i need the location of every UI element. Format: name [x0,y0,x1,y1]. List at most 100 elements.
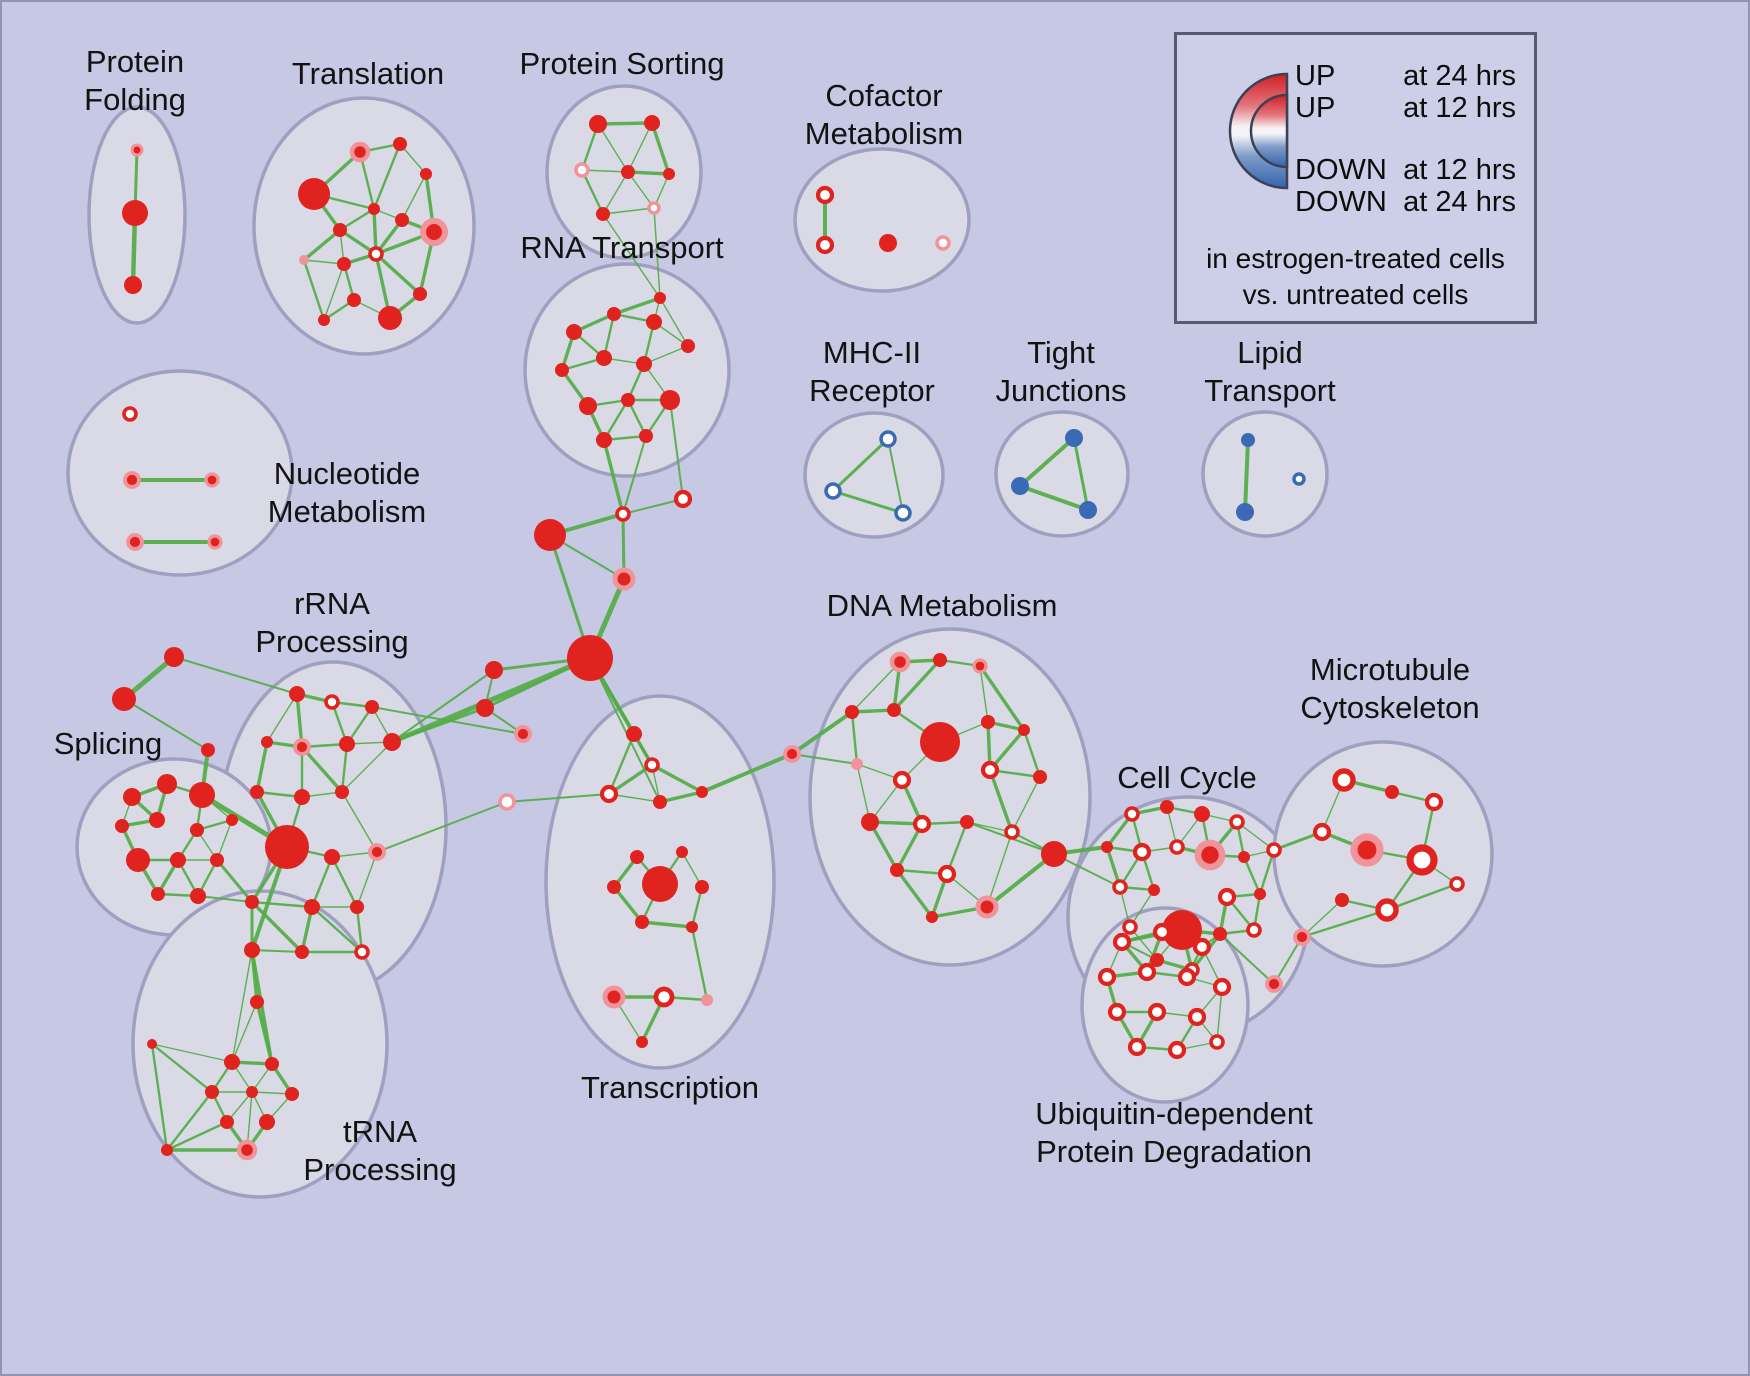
edge [216,819,233,861]
node-free-9 [476,699,494,717]
legend-down-24-time: at 24 hrs [1403,186,1516,218]
node-dna-metabolism-4 [887,703,901,717]
node-cell-cycle-18 [1150,953,1164,967]
edge [401,173,427,221]
edge [1011,776,1041,833]
edge [988,768,1014,834]
node-ubiquitin-degradation-0 [1112,932,1132,952]
edge [341,741,393,793]
node-microtubule-cytoskeleton-8 [1375,898,1399,922]
node-dna-metabolism-19 [926,911,938,923]
node-trna-processing-5 [205,1085,219,1099]
edge [215,858,254,904]
node-protein-sorting-6 [647,201,661,215]
node-protein-sorting-5 [596,207,610,221]
node-rna-transport-10 [596,432,612,448]
node-trna-processing-7 [285,1087,299,1101]
edge [1022,728,1042,779]
node-free-7 [567,635,613,681]
edge [653,207,661,299]
node-free-4 [615,506,631,522]
edge [1273,936,1303,985]
label-tight-junctions: Tight [1027,335,1095,370]
node-free-6 [612,567,636,591]
node-rrna-processing-0 [289,686,305,702]
node-rna-transport-2 [646,314,662,330]
edge [979,665,989,723]
node-transcription-5 [630,850,644,864]
node-rna-transport-7 [579,397,597,415]
node-rna-transport-12 [654,292,666,304]
legend-up-24-time: at 24 hrs [1403,60,1516,92]
node-protein-folding-2 [124,276,142,294]
node-cofactor-metabolism-0 [815,185,835,205]
node-transcription-13 [653,986,675,1008]
edge [356,851,378,908]
node-cofactor-metabolism-3 [935,235,951,251]
node-dna-metabolism-6 [981,715,995,729]
label-nucleotide-metabolism: Metabolism [268,494,427,529]
node-free-10 [514,725,532,743]
node-dna-metabolism-15 [1004,824,1020,840]
node-microtubule-cytoskeleton-4 [1350,833,1384,867]
edge [790,710,854,756]
node-mhc-ii-receptor-2 [894,504,912,522]
legend-up-12-label: UP [1295,92,1336,124]
edge [602,207,655,215]
edge [376,801,508,853]
node-rrna-processing-14 [304,899,320,915]
label-dna-metabolism: DNA Metabolism [827,588,1058,623]
node-cell-cycle-7 [1194,839,1226,871]
label-mhc-ii-receptor: MHC-II [823,335,921,370]
node-ubiquitin-degradation-11 [1167,1040,1187,1060]
node-microtubule-cytoskeleton-9 [1293,928,1311,946]
node-protein-sorting-3 [621,165,635,179]
node-nucleotide-metabolism-1 [123,471,141,489]
node-translation-10 [368,246,384,262]
node-rrna-processing-11 [324,849,340,865]
cluster-nucleotide-metabolism [66,369,294,577]
node-tight-junctions-0 [1065,429,1083,447]
node-splicing-3 [115,819,129,833]
node-lipid-transport-1 [1236,503,1254,521]
node-ubiquitin-degradation-3 [1097,967,1117,987]
node-rrna-processing-17 [354,944,370,960]
node-trna-processing-4 [265,1057,279,1071]
node-microtubule-cytoskeleton-0 [1332,768,1356,792]
edge [165,1120,229,1152]
legend-down-12-label: DOWN [1295,154,1387,186]
node-trna-processing-9 [259,1114,275,1130]
node-dna-metabolism-14 [960,815,974,829]
node-ubiquitin-degradation-2 [1192,937,1212,957]
legend-caption-line1: in estrogen-treated cells [1206,243,1505,274]
node-ubiquitin-degradation-8 [1147,1002,1167,1022]
node-cell-cycle-14 [1254,888,1266,900]
edge [791,753,858,765]
cluster-rna-transport [523,262,731,478]
node-dna-metabolism-5 [920,722,960,762]
edge [602,213,661,299]
edge [887,438,904,514]
edge [150,1042,169,1152]
node-tight-junctions-1 [1011,477,1029,495]
node-trna-processing-2 [147,1039,157,1049]
edge [985,852,1056,909]
node-trna-processing-8 [220,1115,234,1129]
node-free-1 [112,687,136,711]
edge [622,435,647,515]
edge [251,949,303,953]
edge [658,790,704,804]
edge [506,793,610,803]
edge [173,656,298,695]
label-cofactor-metabolism: Cofactor [825,78,942,113]
node-mhc-ii-receptor-1 [824,482,842,500]
node-translation-8 [299,255,309,265]
node-dna-metabolism-18 [975,895,999,919]
edge [330,855,359,909]
edge [391,669,495,743]
edge [1219,933,1275,985]
edge [150,1042,214,1094]
edge [165,1090,214,1152]
